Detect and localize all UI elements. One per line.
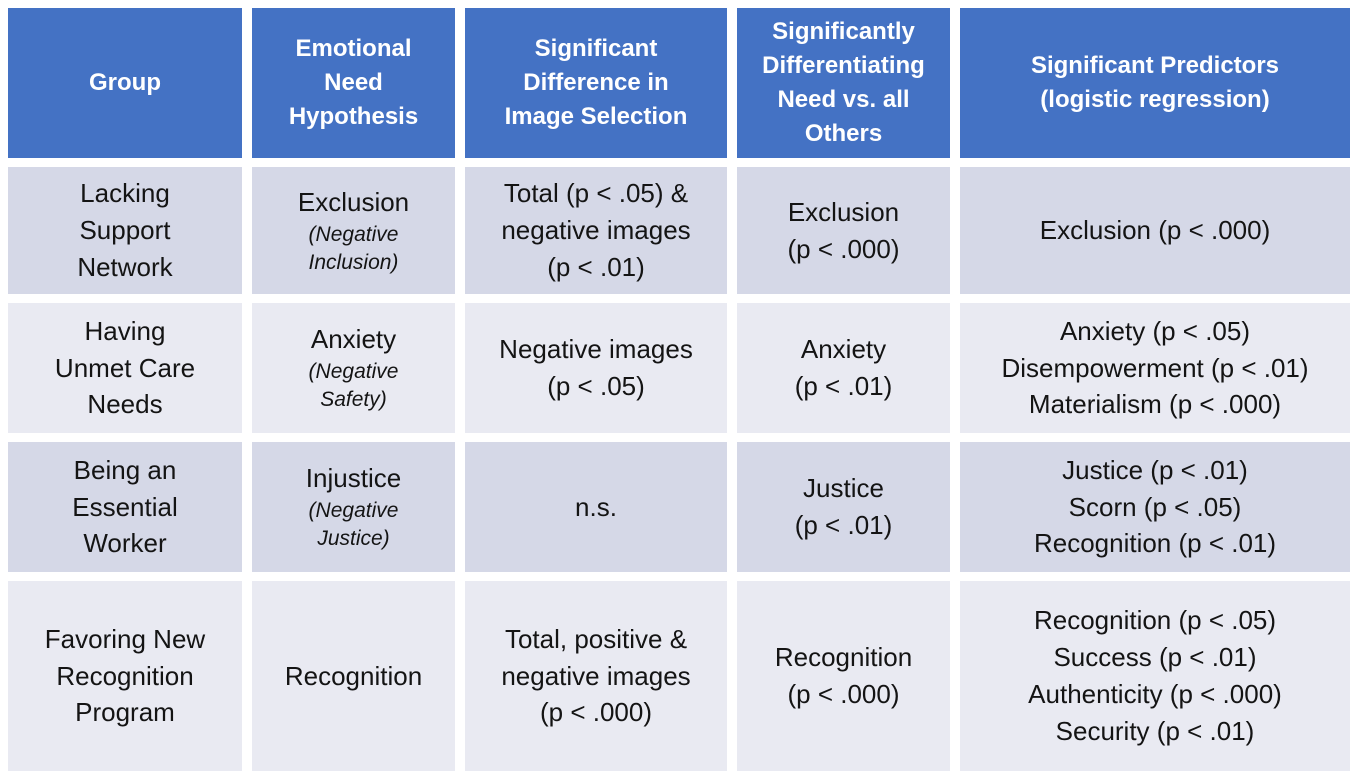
cell-r3-need: Injustice (Negative Justice)	[252, 442, 455, 572]
cell-r2-differentiating: Anxiety (p < .01)	[737, 303, 950, 433]
r3-predictor-3: Recognition (p < .01)	[1033, 528, 1277, 559]
cell-r1-differentiating: Exclusion (p < .000)	[737, 167, 950, 294]
cell-r1-group: Lacking Support Network	[8, 167, 242, 294]
r1-need-note: (Negative Inclusion)	[308, 222, 399, 274]
results-table: Group Emotional Need Hypothesis Signific…	[8, 8, 1350, 771]
r4-differentiating-text: Recognition (p < .000)	[774, 642, 913, 709]
r3-group-text: Being an Essential Worker	[72, 454, 178, 559]
cell-r1-image-selection: Total (p < .05) & negative images (p < .…	[465, 167, 727, 294]
r3-predictor-1: Justice (p < .01)	[1062, 454, 1248, 485]
r2-predictor-3: Materialism (p < .000)	[1028, 389, 1282, 420]
cell-r2-image-selection: Negative images (p < .05)	[465, 303, 727, 433]
cell-r2-need: Anxiety (Negative Safety)	[252, 303, 455, 433]
cell-r3-group: Being an Essential Worker	[8, 442, 242, 572]
r3-differentiating-text: Justice (p < .01)	[794, 473, 893, 540]
r3-need-note: (Negative Justice)	[308, 499, 399, 551]
r1-predictor-1: Exclusion (p < .000)	[1039, 215, 1271, 246]
r2-differentiating-text: Anxiety (p < .01)	[794, 334, 893, 401]
header-image-selection-label: Significant Difference in Image Selectio…	[504, 34, 688, 131]
r1-group-text: Lacking Support Network	[77, 178, 173, 282]
header-group-label: Group	[89, 68, 161, 96]
r1-need-text: Exclusion	[297, 186, 410, 217]
cell-r3-image-selection: n.s.	[465, 442, 727, 572]
header-emotional-need-label: Emotional Need Hypothesis	[288, 34, 419, 131]
r3-image-selection-text: n.s.	[575, 491, 617, 522]
cell-r3-differentiating: Justice (p < .01)	[737, 442, 950, 572]
r4-need-text: Recognition	[284, 660, 423, 691]
r2-predictor-1: Anxiety (p < .05)	[1059, 315, 1251, 346]
r4-predictor-4: Security (p < .01)	[1055, 715, 1255, 746]
header-significant-predictors-label: Significant Predictors (logistic regress…	[1030, 51, 1280, 113]
r2-group-text: Having Unmet Care Needs	[54, 315, 196, 420]
header-significant-predictors: Significant Predictors (logistic regress…	[960, 8, 1350, 158]
r2-predictor-2: Disempowerment (p < .01)	[1001, 352, 1309, 383]
r4-predictor-2: Success (p < .01)	[1053, 642, 1257, 673]
r2-need-text: Anxiety	[310, 324, 397, 355]
r2-image-selection-text: Negative images (p < .05)	[499, 334, 693, 401]
cell-r1-need: Exclusion (Negative Inclusion)	[252, 167, 455, 294]
r3-need-text: Injustice	[305, 463, 402, 494]
r4-predictor-1: Recognition (p < .05)	[1033, 605, 1277, 636]
r4-image-selection-text: Total, positive & negative images (p < .…	[501, 623, 691, 728]
r4-predictor-3: Authenticity (p < .000)	[1028, 679, 1282, 709]
cell-r4-image-selection: Total, positive & negative images (p < .…	[465, 581, 727, 771]
header-group: Group	[8, 8, 242, 158]
header-emotional-need-hypothesis: Emotional Need Hypothesis	[252, 8, 455, 158]
cell-r4-differentiating: Recognition (p < .000)	[737, 581, 950, 771]
r4-group-text: Favoring New Recognition Program	[44, 623, 206, 728]
cell-r4-group: Favoring New Recognition Program	[8, 581, 242, 771]
cell-r4-predictors: Recognition (p < .05) Success (p < .01) …	[960, 581, 1350, 771]
cell-r3-predictors: Justice (p < .01) Scorn (p < .05) Recogn…	[960, 442, 1350, 572]
cell-r2-group: Having Unmet Care Needs	[8, 303, 242, 433]
r1-differentiating-text: Exclusion (p < .000)	[787, 196, 900, 264]
header-image-selection: Significant Difference in Image Selectio…	[465, 8, 727, 158]
r3-predictor-2: Scorn (p < .05)	[1068, 491, 1242, 522]
r2-need-note: (Negative Safety)	[308, 360, 399, 412]
header-differentiating-need: Significantly Differentiating Need vs. a…	[737, 8, 950, 158]
r1-image-selection-text: Total (p < .05) & negative images (p < .…	[501, 178, 691, 282]
cell-r2-predictors: Anxiety (p < .05) Disempowerment (p < .0…	[960, 303, 1350, 433]
cell-r1-predictors: Exclusion (p < .000)	[960, 167, 1350, 294]
cell-r4-need: Recognition	[252, 581, 455, 771]
header-differentiating-need-label: Significantly Differentiating Need vs. a…	[762, 17, 925, 148]
